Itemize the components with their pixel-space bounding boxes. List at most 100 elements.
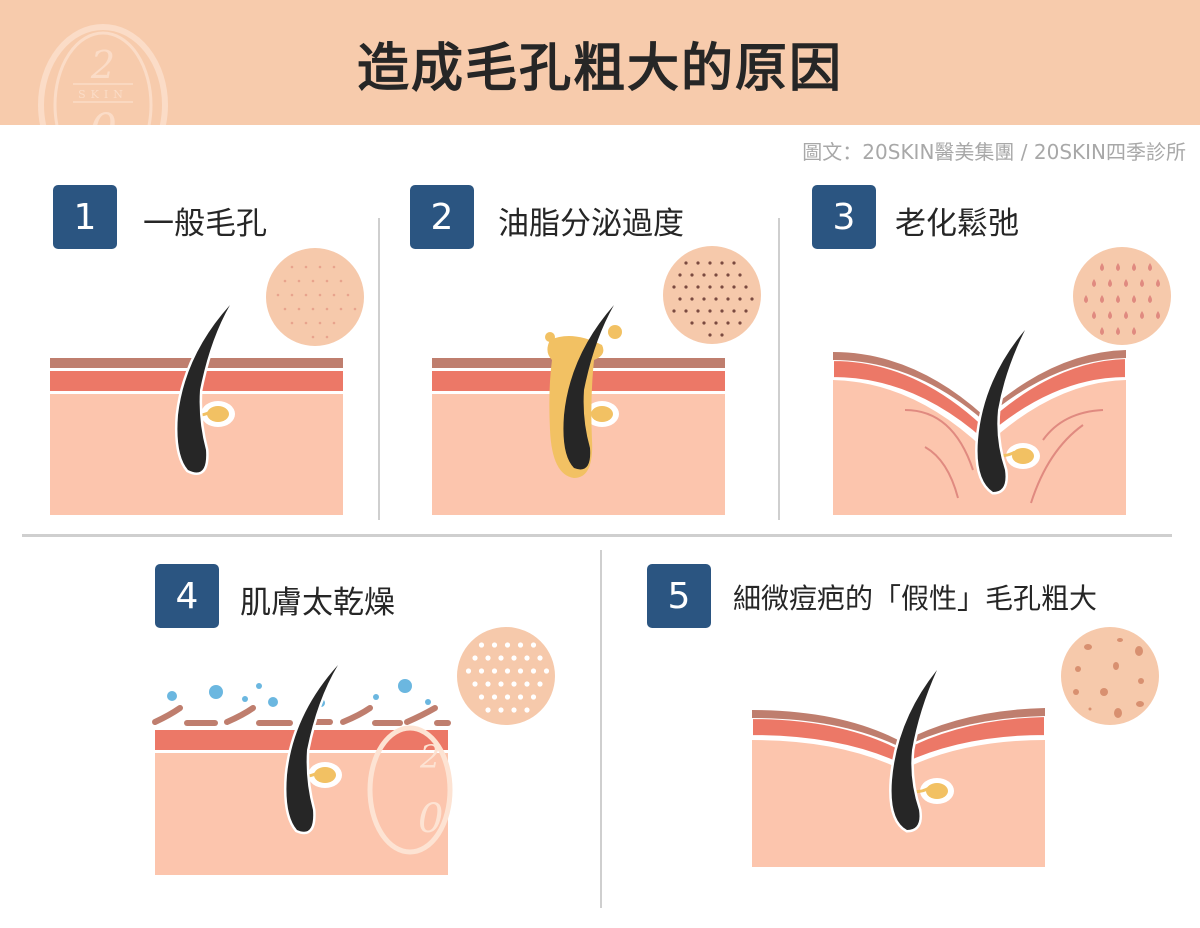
pore-dot <box>472 681 478 687</box>
hair-icon <box>284 663 341 835</box>
pore-dot <box>720 309 724 313</box>
pore-dot <box>543 668 550 674</box>
pore-dot <box>744 309 748 313</box>
pore-dot <box>478 642 485 648</box>
pore-drop <box>1140 311 1144 319</box>
pore-drop <box>1100 327 1104 335</box>
pore-dot <box>744 285 748 289</box>
pore-dot <box>720 261 724 265</box>
pore-dot <box>339 307 343 311</box>
pore-drop <box>1100 295 1104 303</box>
pore-dot <box>325 279 329 283</box>
watermark-number-top: 2 <box>90 43 115 87</box>
pore-texture-swatch <box>663 246 761 344</box>
pore-dot <box>332 265 336 269</box>
skin-cross-section-illustration <box>50 303 343 515</box>
hair-icon <box>175 303 233 475</box>
pore-drop <box>1132 327 1136 335</box>
pore-dot <box>339 279 343 283</box>
pore-dot <box>511 681 517 687</box>
pore-dot <box>530 642 537 648</box>
pore-dot <box>738 321 742 325</box>
pore-drop <box>1108 311 1112 319</box>
pore-dot <box>290 265 294 269</box>
pore-dot <box>318 293 322 297</box>
brand-watermark-logo: 2 SKIN 0 <box>38 24 168 125</box>
pore-dot <box>353 307 357 311</box>
svg-text:2: 2 <box>419 738 440 776</box>
pore-dot <box>491 642 498 648</box>
pore-drop <box>1116 295 1120 303</box>
pore-dot <box>311 279 315 283</box>
pore-dot <box>304 293 308 297</box>
pore-drop <box>1124 279 1128 287</box>
pore-dot <box>684 309 688 313</box>
pore-dot <box>478 694 485 700</box>
skin-cross-section-illustration <box>152 663 451 875</box>
pore-dot <box>491 694 498 700</box>
pore-dot <box>311 335 315 339</box>
pore-dot <box>537 655 543 661</box>
pore-drop <box>1156 279 1160 287</box>
pore-dot <box>491 668 498 674</box>
pore-drop <box>1100 263 1104 271</box>
svg-text:0: 0 <box>418 796 443 842</box>
hair-icon <box>975 328 1028 495</box>
divider-vertical-3 <box>600 550 602 908</box>
image-credit: 圖文：20SKIN醫美集團 / 20SKIN四季診所 <box>802 140 1186 164</box>
pore-drop <box>1116 327 1120 335</box>
pore-drop <box>1148 263 1152 271</box>
pore-dot <box>672 285 676 289</box>
pore-dot <box>511 707 517 713</box>
pore-drop <box>1148 295 1152 303</box>
pore-dot <box>738 297 742 301</box>
sebaceous-gland-icon <box>183 401 235 427</box>
pore-dot <box>504 642 511 648</box>
pore-drop <box>1084 295 1088 303</box>
pore-dot <box>702 321 706 325</box>
pore-dot <box>290 321 294 325</box>
pore-texture-swatch <box>1061 627 1159 725</box>
panel-number-badge: 5 <box>647 564 711 628</box>
oil-droplet-icon <box>608 325 622 339</box>
pore-dot <box>332 293 336 297</box>
pore-dot <box>726 273 730 277</box>
pore-dot <box>678 273 682 277</box>
pore-dot <box>690 321 694 325</box>
pore-dot <box>304 321 308 325</box>
pore-dot <box>485 707 491 713</box>
pore-dot <box>726 297 730 301</box>
pore-dot <box>290 293 294 297</box>
divider-horizontal <box>22 534 1172 537</box>
panel-number-badge: 2 <box>410 185 474 249</box>
pore-dot <box>325 307 329 311</box>
pore-dot <box>708 309 712 313</box>
oil-droplet-icon <box>545 332 555 342</box>
panel-title: 老化鬆弛 <box>895 206 1019 242</box>
pore-drop <box>1124 311 1128 319</box>
pore-dot <box>297 279 301 283</box>
pore-dot <box>702 297 706 301</box>
pore-dot <box>485 681 491 687</box>
pore-dot <box>504 668 511 674</box>
pore-dot <box>478 668 485 674</box>
pore-dot <box>511 655 517 661</box>
pore-dot <box>485 655 491 661</box>
pore-dot <box>283 307 287 311</box>
pore-dot <box>738 273 742 277</box>
hair-icon <box>563 305 614 470</box>
pore-drop <box>1132 263 1136 271</box>
pore-dot <box>714 273 718 277</box>
divider-vertical-2 <box>778 218 780 520</box>
pore-dot <box>678 297 682 301</box>
skin-cross-section-illustration <box>751 668 1046 867</box>
watermark-number-bottom: 0 <box>89 105 117 125</box>
panel-number-badge: 1 <box>53 185 117 249</box>
pore-dot <box>690 297 694 301</box>
pore-drop <box>1092 279 1096 287</box>
panel-title: 細微痘疤的「假性」毛孔粗大 <box>733 582 1098 615</box>
pore-texture-swatch <box>266 248 364 346</box>
pore-dot <box>696 309 700 313</box>
sebaceous-gland-icon <box>903 778 954 804</box>
pore-dot <box>732 309 736 313</box>
